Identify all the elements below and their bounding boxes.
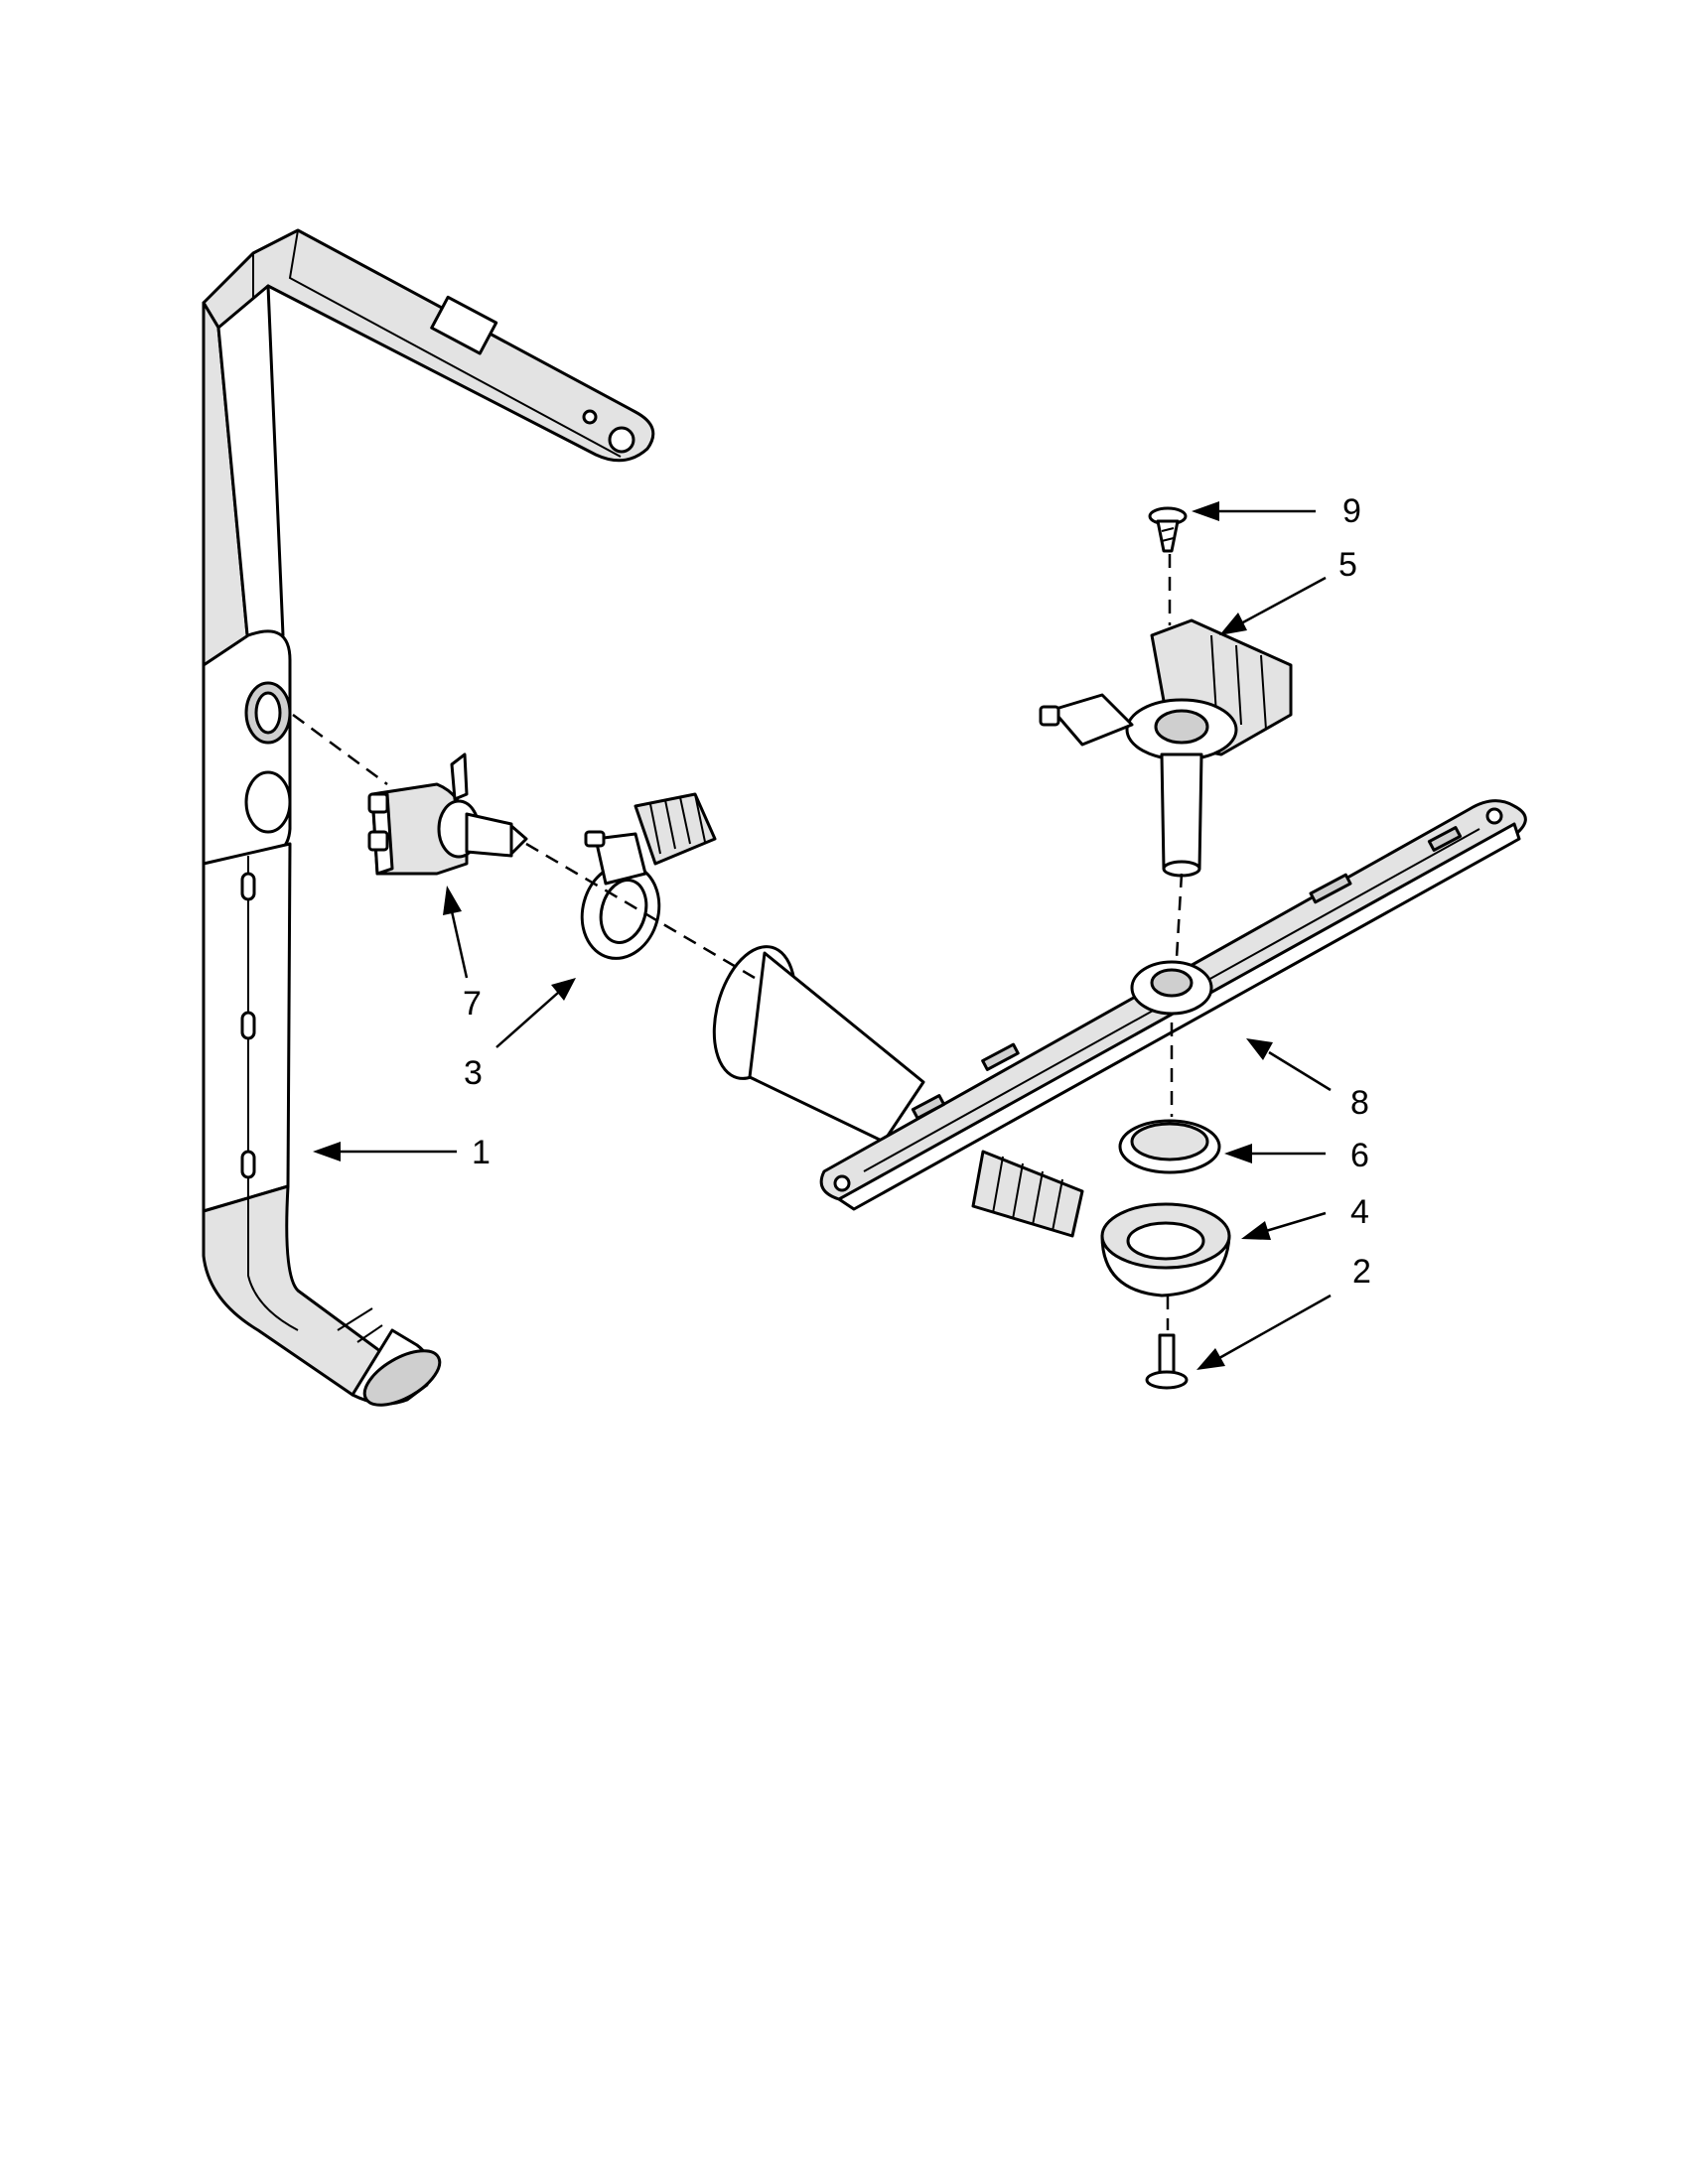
callout-9: 9 — [1342, 492, 1361, 530]
arrow-4 — [1265, 1211, 1327, 1233]
callout-8: 8 — [1350, 1084, 1369, 1122]
bolt-part-2 — [1145, 1333, 1189, 1390]
callout-1: 1 — [472, 1134, 491, 1171]
callout-2: 2 — [1352, 1253, 1371, 1291]
callout-5: 5 — [1338, 546, 1357, 584]
assembly-lines — [292, 554, 1184, 1330]
manifold-cup-part-4 — [1100, 1202, 1231, 1297]
supply-tube-part-1 — [202, 228, 655, 1407]
arrow-3 — [495, 992, 559, 1048]
hub-bracket-part-5 — [1039, 618, 1293, 878]
arrow-7 — [450, 910, 469, 979]
callout-7: 7 — [463, 985, 482, 1023]
clamp-part-3 — [580, 792, 717, 960]
callout-labels: 9 5 7 3 1 8 6 4 2 — [463, 492, 1371, 1291]
arrow-5 — [1240, 576, 1327, 625]
arrow-8 — [1268, 1050, 1332, 1092]
ring-seal-part-6 — [1118, 1119, 1221, 1174]
spray-arm-assembly — [712, 799, 1527, 1238]
callout-3: 3 — [464, 1054, 483, 1092]
callout-4: 4 — [1350, 1193, 1369, 1231]
valve-part-7 — [367, 752, 528, 876]
callout-arrows — [313, 501, 1332, 1370]
arrow-2 — [1218, 1294, 1332, 1360]
callout-6: 6 — [1350, 1137, 1369, 1174]
screw-part-9 — [1148, 506, 1188, 553]
